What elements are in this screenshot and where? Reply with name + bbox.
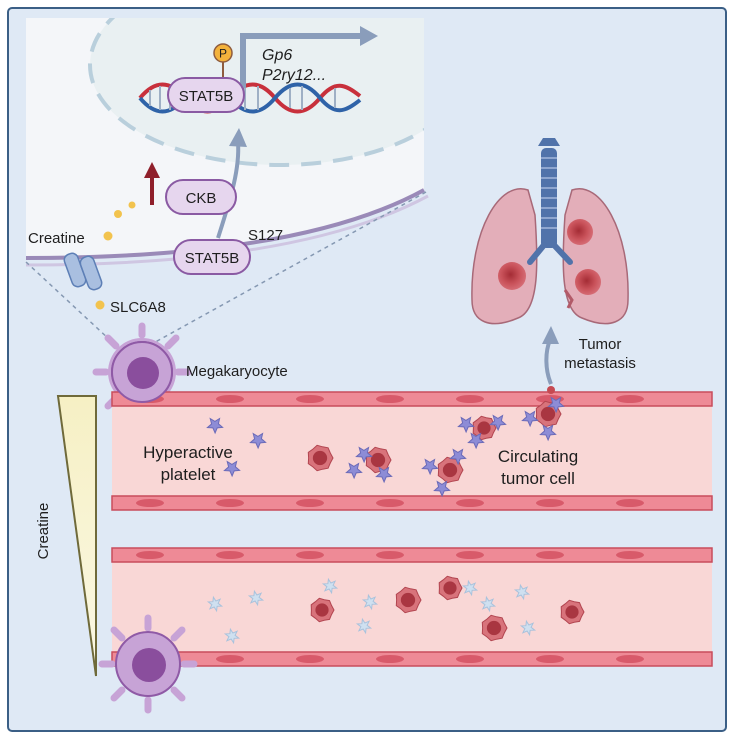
- megakaryocyte-bottom-icon: [98, 614, 198, 714]
- gene-label-p2ry12: P2ry12...: [262, 67, 326, 84]
- hyperactive-platelet-icon: [249, 432, 267, 450]
- resting-platelet-icon: [519, 619, 537, 637]
- resting-platelet-icon: [361, 593, 379, 611]
- resting-platelet-icon: [355, 617, 373, 635]
- nucleus: [90, 18, 424, 165]
- megakaryocyte-label: Megakaryocyte: [186, 363, 288, 380]
- tumor-cell-icon: [535, 400, 562, 428]
- tumor-cell-icon: [560, 599, 585, 625]
- hyperactive-platelet-icon: [449, 448, 467, 466]
- tumor-cell-icon: [365, 446, 392, 474]
- upregulation-arrow-icon: [144, 162, 160, 205]
- hyperactive-platelet-label-2: platelet: [161, 465, 216, 484]
- stat5b-cytoplasmic-label: STAT5B: [185, 250, 239, 267]
- hyperactive-platelet-icon: [547, 396, 565, 414]
- tumor-metastasis-label-2: metastasis: [564, 355, 636, 372]
- hyperactive-platelet-icon: [433, 480, 451, 498]
- hyperactive-platelet-icon: [539, 424, 557, 442]
- creatine-gradient-label: Creatine: [35, 503, 52, 560]
- transcription-arrow: [240, 26, 378, 88]
- hyperactive-platelet-icon: [375, 466, 393, 484]
- blood-vessel-high-creatine: [111, 391, 713, 511]
- hyperactive-platelet-label-1: Hyperactive: [143, 443, 233, 462]
- resting-platelet-icon: [461, 579, 479, 597]
- ckb-label: CKB: [186, 190, 217, 207]
- tumor-cell-icon: [395, 586, 422, 614]
- circulating-tumor-cell-label-2: tumor cell: [501, 469, 575, 488]
- tumor-metastasis-label-1: Tumor: [579, 336, 622, 353]
- stat5b-cytoplasmic: [173, 239, 251, 275]
- resting-platelet-icon: [513, 583, 531, 601]
- resting-platelet-icon: [206, 595, 224, 613]
- tumor-cell-icon: [438, 575, 463, 601]
- slc6a8-transporter-icon: [63, 252, 103, 291]
- slc6a8-label: SLC6A8: [110, 299, 166, 316]
- hyperactive-platelet-icon: [345, 462, 363, 480]
- hyperactive-platelet-icon: [355, 446, 373, 464]
- tumor-cell-icon: [481, 614, 508, 642]
- gene-label-gp6: Gp6: [262, 47, 292, 64]
- tumor-emboli-icon: [547, 386, 555, 394]
- stat5b-dna-bound-label: STAT5B: [179, 88, 233, 105]
- phosphate-icon: [213, 43, 233, 63]
- circulating-tumor-cell-label-1: Circulating: [498, 447, 578, 466]
- tumor-cell-icon: [307, 444, 334, 472]
- s127-label: S127: [248, 227, 283, 244]
- nuclear-envelope: [88, 18, 424, 167]
- resting-platelet-icon: [223, 627, 241, 645]
- cell-zoom-inset: [25, 18, 429, 346]
- megakaryocyte-top-overlay: [111, 341, 173, 403]
- creatine-gradient-wedge: [56, 395, 97, 677]
- creatine-transport-label: Creatine: [28, 230, 85, 247]
- lungs-icon: [471, 138, 629, 325]
- phosphate-label: P: [219, 47, 227, 61]
- hyperactive-platelet-icon: [489, 414, 507, 432]
- hyperactive-platelet-icon: [223, 460, 241, 478]
- hyperactive-platelet-icon: [421, 458, 439, 476]
- hyperactive-platelet-icon: [467, 432, 485, 450]
- hyperactive-platelet-icon: [206, 417, 224, 435]
- resting-platelet-icon: [321, 577, 339, 595]
- resting-platelet-icon: [247, 589, 265, 607]
- ckb-protein: [165, 179, 237, 215]
- hyperactive-platelet-icon: [457, 416, 475, 434]
- blood-cells: [206, 386, 585, 645]
- stat5b-dna-bound: [167, 77, 245, 113]
- hyperactive-platelet-icon: [521, 410, 539, 428]
- tumor-cell-icon: [472, 415, 497, 441]
- resting-platelet-icon: [479, 595, 497, 613]
- cell-membrane: [25, 188, 425, 260]
- tumor-cell-icon: [310, 597, 335, 623]
